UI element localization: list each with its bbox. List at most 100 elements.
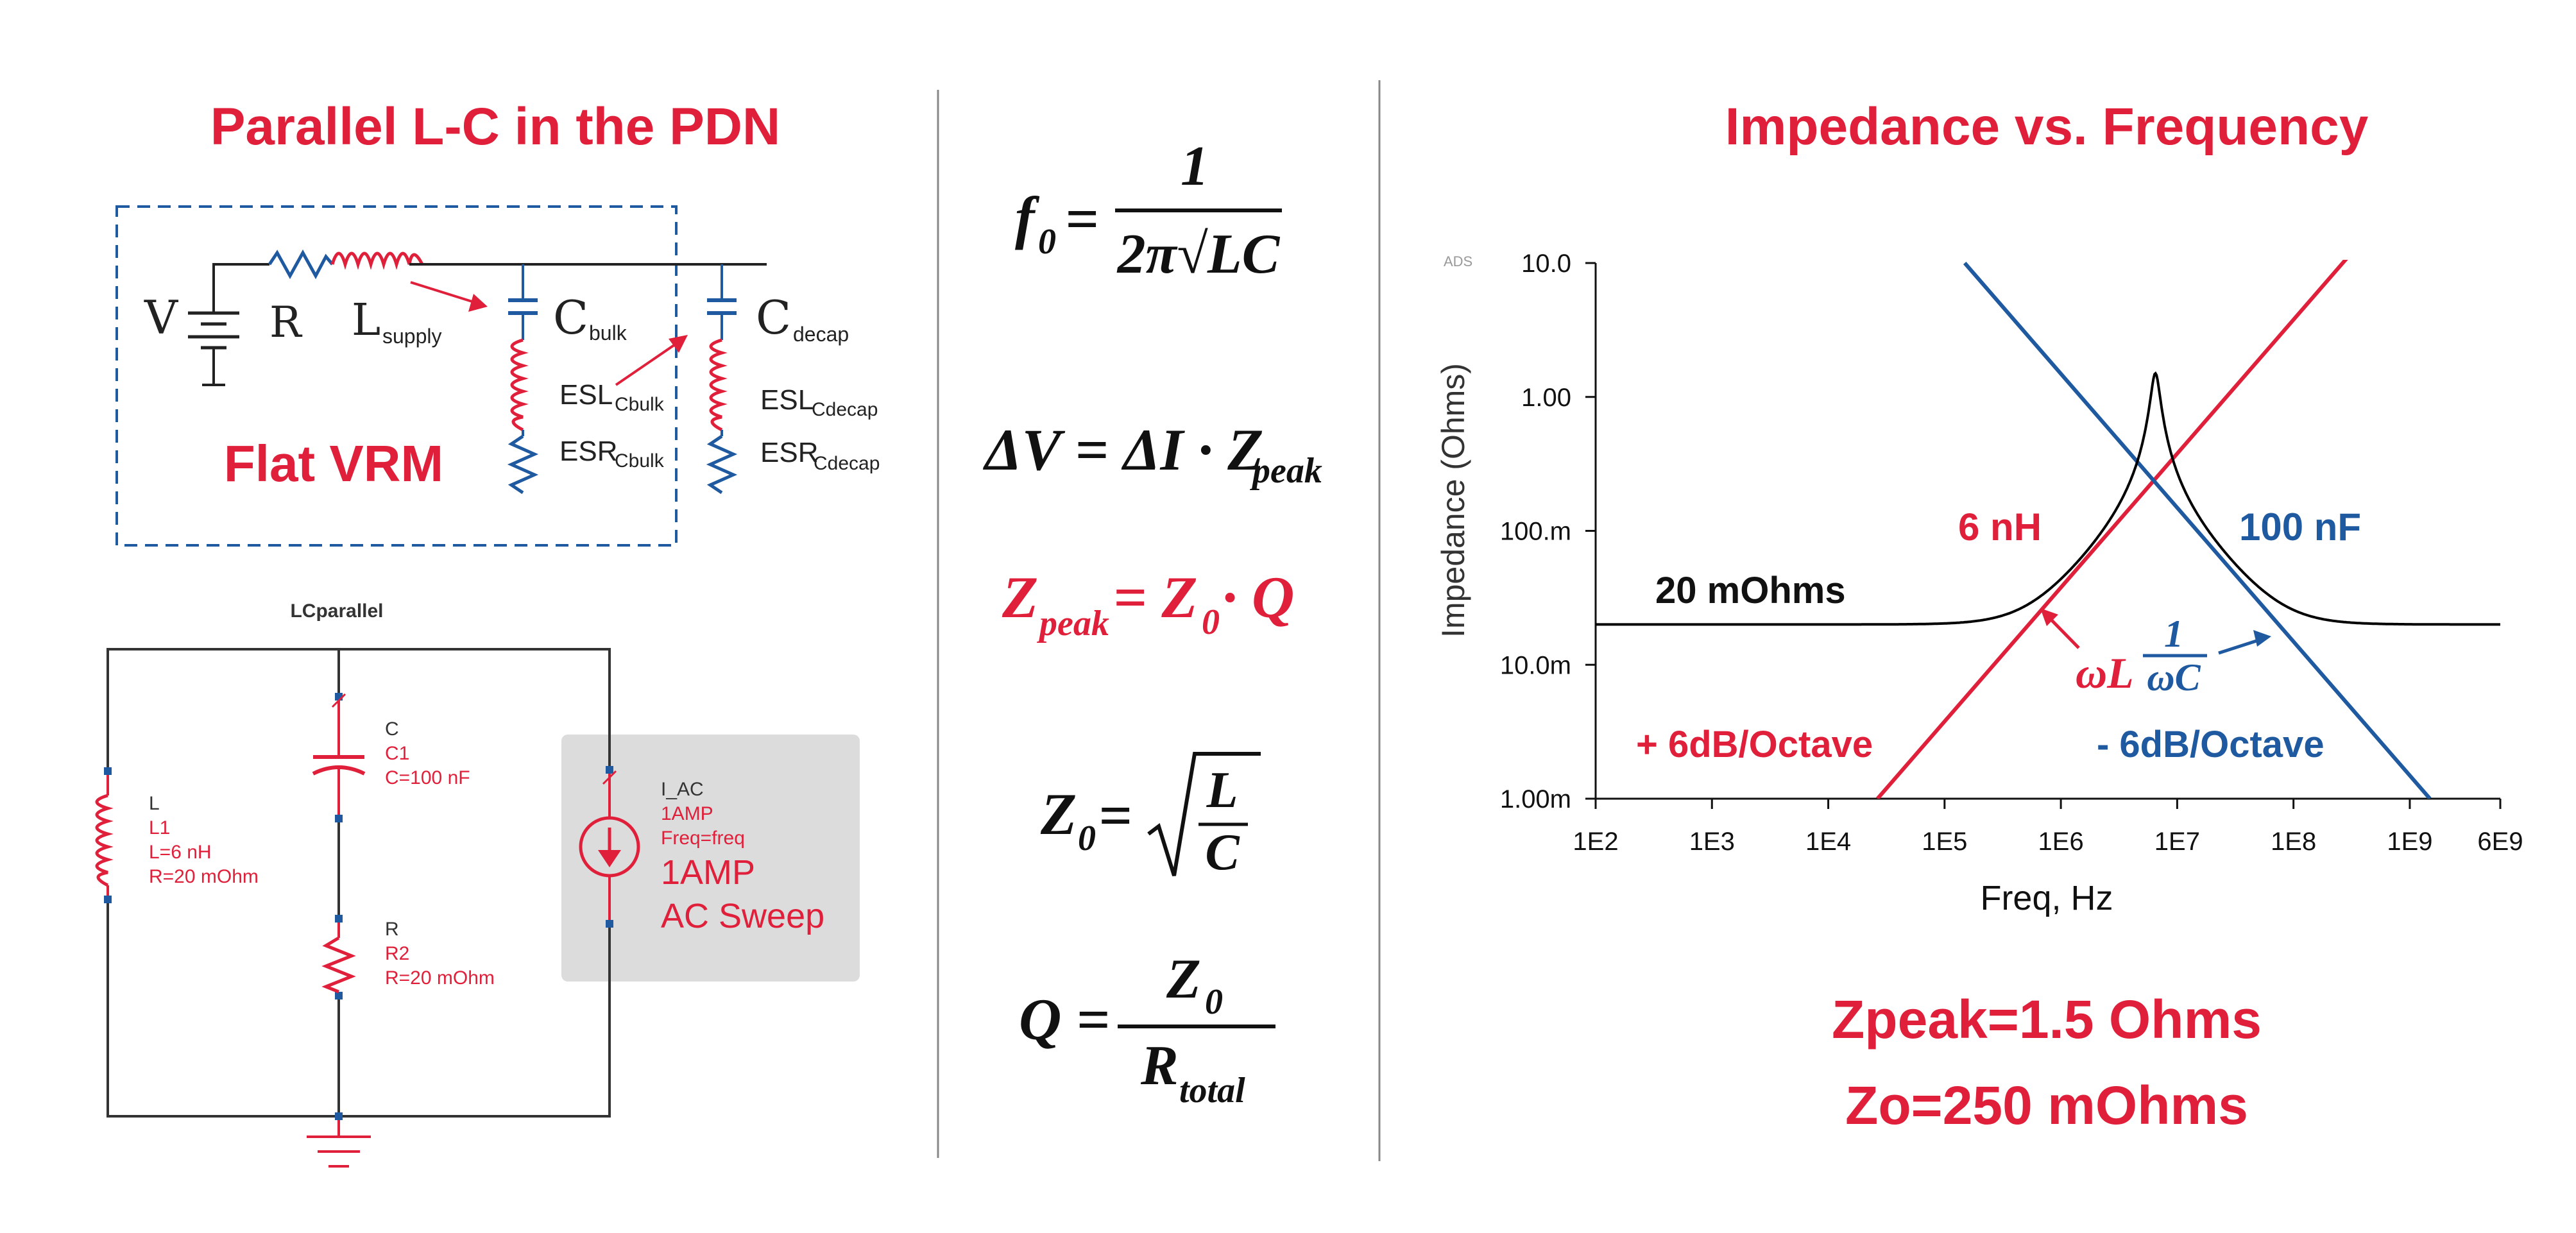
- pin-l-bottom: [104, 896, 112, 903]
- eq-zpeak-q: · Q: [1222, 565, 1294, 630]
- omega-l-arrow-head: [2040, 608, 2058, 626]
- eq-z0-num: L: [1206, 762, 1238, 819]
- source-box: [561, 735, 860, 982]
- iac-tick: [602, 770, 617, 785]
- label-6nh: 6 nH: [1958, 506, 2042, 548]
- pin-r-bottom: [335, 992, 343, 999]
- y-tick-label: 10.0: [1521, 250, 1571, 278]
- x-tick-label: 1E4: [1805, 828, 1851, 856]
- x-tick-label: 1E2: [1573, 828, 1618, 856]
- y-tick-label: 100.m: [1500, 518, 1571, 546]
- x-tick-label: 1E8: [2271, 828, 2316, 856]
- label-100nf: 100 nF: [2239, 506, 2361, 548]
- lcparallel-title: LCparallel: [290, 600, 383, 622]
- label-esl-cdecap-sub: Cdecap: [812, 399, 878, 420]
- pin-i-top: [606, 766, 613, 774]
- eq-f0-den: 2π√LC: [1116, 223, 1281, 285]
- eq-f0-num: 1: [1181, 135, 1209, 198]
- omega-l-arrow: [2049, 618, 2080, 649]
- esr-cbulk-resistor: [507, 434, 539, 495]
- pdn-resistor-r: [268, 249, 334, 280]
- flat-vrm-label: Flat VRM: [224, 435, 443, 492]
- iac-label-1: 1AMP: [661, 803, 713, 824]
- eq-f0-sub: 0: [1038, 222, 1056, 262]
- pin-i-bottom: [606, 920, 613, 928]
- esl-cdecap-inductor: [709, 338, 728, 432]
- r-label-0: R: [385, 919, 399, 940]
- zpeak-result: Zpeak=1.5 Ohms: [1832, 989, 2262, 1050]
- ads-label: ADS: [1444, 253, 1472, 269]
- y-tick-label: 1.00: [1521, 384, 1571, 412]
- x-tick-label: 1E3: [1689, 828, 1735, 856]
- x-tick-label: 1E7: [2154, 828, 2200, 856]
- x-axis-label: Freq, Hz: [1980, 879, 2113, 917]
- equation-z0: Z 0 = L C: [1040, 752, 1261, 881]
- vrm-dashed-box: [115, 205, 678, 547]
- eq-f0-eq: =: [1065, 186, 1098, 251]
- eq-z0-lhs: Z: [1040, 781, 1077, 847]
- x-tick-label: 6E9: [2477, 828, 2523, 856]
- l-label-0: L: [149, 793, 160, 814]
- eq-q-den: R: [1140, 1035, 1179, 1097]
- c1-plate-bottom: [312, 765, 366, 776]
- label-inv-num: 1: [2164, 613, 2183, 655]
- pdn-wire-left: [212, 263, 269, 308]
- l1-inductor: [95, 794, 114, 887]
- label-l: L: [352, 295, 380, 346]
- esr-cdecap-resistor: [706, 434, 738, 495]
- pdn-title: Parallel L-C in the PDN: [210, 98, 781, 156]
- x-tick-label: 1E9: [2387, 828, 2432, 856]
- label-esl-cbulk-sub: Cbulk: [615, 394, 665, 415]
- label-esr-cbulk: ESR: [559, 436, 617, 467]
- zo-result: Zo=250 mOhms: [1845, 1075, 2248, 1135]
- eq-q-lhs: Q =: [1019, 987, 1110, 1052]
- eq-z0-eq: =: [1098, 783, 1132, 848]
- label-esr-cdecap: ESR: [760, 437, 818, 468]
- x-tick-label: 1E6: [2038, 828, 2084, 856]
- pin-l-top: [104, 767, 112, 775]
- label-cdecap: C: [756, 291, 791, 344]
- eq-z0-den: C: [1205, 824, 1240, 881]
- eq-zpeak-lhs: Z: [1002, 565, 1038, 630]
- iac-big-label-1: AC Sweep: [661, 897, 824, 935]
- l-label-2: L=6 nH: [149, 842, 212, 863]
- iac-arrow-head: [598, 850, 621, 867]
- chart-title: Impedance vs. Frequency: [1725, 98, 2369, 156]
- c-label-2: C=100 nF: [385, 767, 470, 788]
- equations-panel: f 0 = 1 2π√LC ΔV = ΔI · Z peak Z peak = …: [982, 135, 1322, 1110]
- pdn-inductor-lsupply: [330, 251, 424, 270]
- arrow-esl-head: [669, 335, 688, 353]
- pin-r-top: [335, 915, 343, 923]
- eq-z0-radical: [1147, 752, 1261, 876]
- r2-resistor: [321, 936, 356, 994]
- arrow-esl: [615, 342, 678, 386]
- label-esr-cdecap-sub: Cdecap: [814, 453, 880, 474]
- label-minus6db: - 6dB/Octave: [2097, 724, 2324, 765]
- arrow-lsupply-head: [468, 294, 488, 312]
- label-cbulk-sub: bulk: [589, 321, 627, 344]
- eq-zpeak-rhs: = Z: [1113, 565, 1198, 630]
- capacitive-asymptote-line: [1963, 262, 2432, 799]
- c1-tick: [331, 693, 346, 708]
- impedance-curve: [1596, 371, 2500, 626]
- eq-q-num-sub: 0: [1205, 982, 1223, 1022]
- eq-dv-text: ΔV = ΔI · Z: [982, 417, 1263, 482]
- r-label-1: R2: [385, 943, 409, 964]
- eq-zpeak-lhs-sub: peak: [1037, 604, 1109, 643]
- arrow-lsupply: [410, 281, 477, 304]
- r-label-2: R=20 mOhm: [385, 967, 495, 989]
- lc-wire-bottom: [107, 898, 611, 1118]
- c-label-0: C: [385, 719, 399, 740]
- label-plus6db: + 6dB/Octave: [1636, 724, 1873, 765]
- equation-voltage-drop: ΔV = ΔI · Z peak: [982, 417, 1322, 491]
- label-r: R: [269, 298, 303, 347]
- eq-q-den-sub: total: [1179, 1071, 1245, 1110]
- iac-big-label-0: 1AMP: [661, 853, 755, 892]
- lc-wire-top: [107, 648, 611, 770]
- equation-zpeak: Z peak = Z 0 · Q: [1002, 565, 1294, 643]
- inductive-asymptote-line: [1876, 260, 2348, 799]
